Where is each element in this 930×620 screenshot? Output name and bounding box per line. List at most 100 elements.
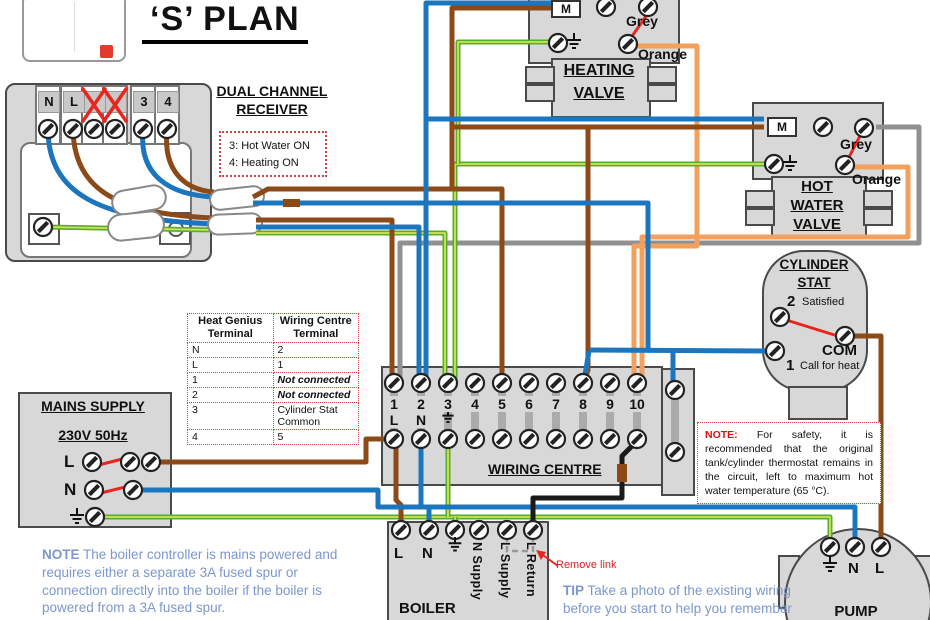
boiler-power-note: NOTE The boiler controller is mains powe… bbox=[42, 546, 360, 617]
receiver-terminal-label: N bbox=[38, 91, 60, 113]
wc-terminal-bar bbox=[633, 389, 641, 437]
hw-valve-grey-label: Grey bbox=[840, 136, 872, 152]
heating-valve-nut bbox=[647, 66, 677, 84]
tip-note-prefix: TIP bbox=[563, 583, 585, 598]
junction-bar bbox=[671, 390, 679, 452]
mains-voltage: 230V 50Hz bbox=[58, 427, 128, 443]
cable-sheath bbox=[207, 212, 263, 236]
receiver-terminal-label: 3 bbox=[133, 91, 155, 113]
pump-l-label: L bbox=[875, 560, 885, 577]
thermostat-divider bbox=[74, 2, 75, 52]
cylinder-stat-title1: CYLINDER bbox=[779, 257, 849, 272]
stat-satisfied-number: 2 bbox=[787, 293, 796, 310]
wc-terminal-number-5: 5 bbox=[492, 396, 512, 412]
thermostat-logo-icon bbox=[100, 45, 113, 58]
receiver-channel-note: 3: Hot Water ON 4: Heating ON bbox=[219, 131, 327, 177]
boiler-power-note-prefix: NOTE bbox=[42, 547, 80, 562]
wc-terminal-number-6: 6 bbox=[519, 396, 539, 412]
remove-link-label: Remove link bbox=[556, 559, 617, 571]
stat-call-number: 1 bbox=[786, 357, 795, 374]
wc-terminal-bar bbox=[525, 389, 533, 437]
wc-terminal-number-10: 10 bbox=[627, 396, 647, 412]
receiver-note-line1: 3: Hot Water ON bbox=[229, 140, 310, 152]
boiler-l-return-label: L Return bbox=[524, 542, 538, 598]
heating-valve-nut bbox=[647, 84, 677, 102]
wc-terminal-number-3: 3 bbox=[438, 396, 458, 412]
receiver-terminal-label: L bbox=[63, 91, 85, 113]
wc-terminal-bar bbox=[471, 389, 479, 437]
wiring-centre-label: WIRING CENTRE bbox=[488, 461, 602, 477]
wc-terminal-number-8: 8 bbox=[573, 396, 593, 412]
wc-terminal-bar bbox=[579, 389, 587, 437]
boiler-label: BOILER bbox=[399, 600, 456, 617]
pump-label: PUMP bbox=[834, 603, 878, 620]
clamp-hole-icon bbox=[168, 221, 184, 237]
wc-terminal-number-7: 7 bbox=[546, 396, 566, 412]
heating-valve-name2: VALVE bbox=[573, 85, 625, 102]
stat-com-label: COM bbox=[822, 342, 857, 359]
receiver-heading-line1: DUAL CHANNEL bbox=[216, 83, 328, 99]
blue-stat-run-wire bbox=[588, 347, 773, 354]
mains-l-label: L bbox=[64, 452, 75, 471]
receiver-heading: DUAL CHANNEL RECEIVER bbox=[208, 83, 336, 118]
wire-sleeve bbox=[283, 199, 300, 207]
boiler-l-supply-label: L Supply bbox=[498, 542, 512, 599]
hw-valve-nut bbox=[863, 190, 893, 208]
safety-note-body: For safety, it is recommended that the o… bbox=[705, 429, 873, 498]
wc-terminal-bar bbox=[606, 389, 614, 437]
wc-terminal-sub-label: N bbox=[411, 412, 431, 428]
hw-valve-name3: VALVE bbox=[793, 216, 841, 233]
heating-valve-motor-terminal: M bbox=[551, 0, 581, 18]
tip-note-body: Take a photo of the existing wiring befo… bbox=[563, 583, 792, 616]
earth-wc3-to-hwvalve-wire-stripe bbox=[454, 163, 766, 381]
earth-wc3-to-hwvalve-wire bbox=[452, 161, 766, 381]
receiver-terminal-label bbox=[105, 91, 127, 113]
hw-valve-m-label: M bbox=[777, 120, 787, 134]
safety-note-prefix: NOTE: bbox=[705, 429, 738, 441]
cable-sheath bbox=[209, 185, 265, 211]
heating-valve-grey-label: Grey bbox=[626, 13, 658, 29]
safety-note: NOTE: For safety, it is recommended that… bbox=[697, 422, 881, 505]
cylinder-stat-stub bbox=[788, 386, 848, 420]
hw-valve-name1: HOT bbox=[801, 178, 833, 195]
stat-call-label: Call for heat bbox=[800, 360, 860, 372]
boiler-n-supply-label: N Supply bbox=[470, 542, 484, 601]
hw-valve-orange-label: Orange bbox=[852, 171, 902, 187]
wc-terminal-number-2: 2 bbox=[411, 396, 431, 412]
pump-n-label: N bbox=[848, 560, 859, 577]
diagram-title: ‘S’ PLAN bbox=[142, 0, 308, 44]
boiler-power-note-body: The boiler controller is mains powered a… bbox=[42, 547, 338, 616]
heating-valve-m-label: M bbox=[561, 2, 571, 16]
hw-valve-nut bbox=[863, 208, 893, 226]
receiver-note-line2: 4: Heating ON bbox=[229, 156, 299, 169]
wc-terminal-number-9: 9 bbox=[600, 396, 620, 412]
receiver-cable-clamp bbox=[159, 212, 191, 245]
wc-terminal-bar bbox=[498, 389, 506, 437]
receiver-terminal-label: 4 bbox=[157, 91, 179, 113]
wc-terminal-sub-label: L bbox=[384, 412, 404, 428]
heating-valve-orange-label: Orange bbox=[638, 46, 688, 62]
wc-terminal-number-1: 1 bbox=[384, 396, 404, 412]
cylinder-stat-title2: STAT bbox=[797, 275, 831, 290]
wc-terminal-bar bbox=[552, 389, 560, 437]
brown-to-wc8-wire bbox=[581, 127, 591, 382]
stat-satisfied-label: Satisfied bbox=[802, 296, 845, 308]
receiver-heading-line2: RECEIVER bbox=[236, 100, 308, 117]
boiler-l-label: L bbox=[394, 545, 404, 562]
wc-terminal-number-4: 4 bbox=[465, 396, 485, 412]
receiver-earth-terminal bbox=[28, 213, 60, 245]
heating-valve-name1: HEATING bbox=[563, 62, 635, 79]
mains-n-label: N bbox=[64, 480, 77, 499]
boiler-n-label: N bbox=[422, 545, 433, 562]
mains-title: MAINS SUPPLY bbox=[41, 398, 145, 414]
